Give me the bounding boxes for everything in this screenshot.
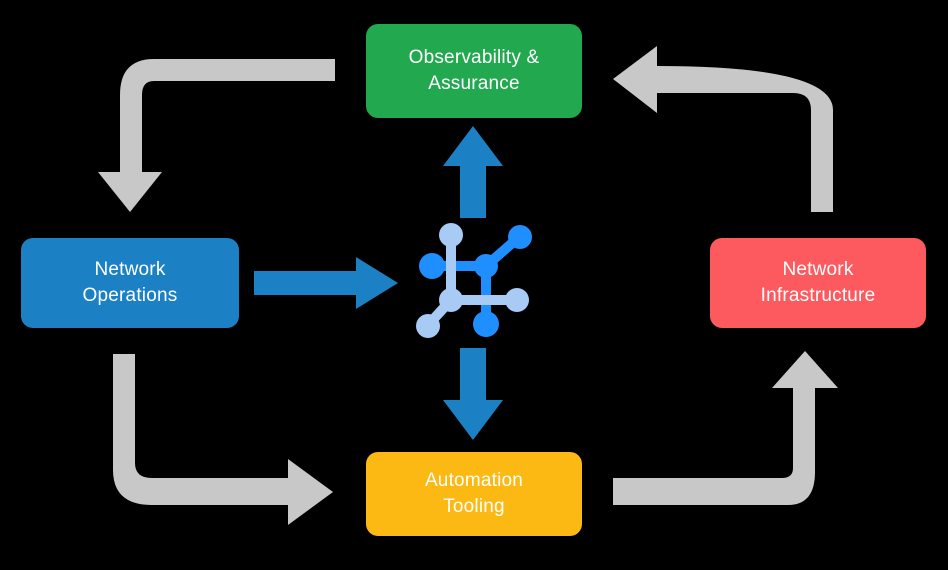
node-network-operations[interactable]: Network Operations xyxy=(21,238,239,328)
center-arrow-down xyxy=(443,348,503,440)
flow-arrow-top-right xyxy=(613,46,833,212)
node-top-right xyxy=(508,225,532,249)
node-network-infrastructure[interactable]: Network Infrastructure xyxy=(710,238,926,328)
flow-arrow-bottom-left xyxy=(113,354,333,525)
node-bottom-left xyxy=(416,314,440,338)
flow-arrow-bottom-right xyxy=(613,351,838,505)
node-top xyxy=(439,223,463,247)
network-topology-icon xyxy=(416,223,532,338)
center-arrow-right-from-operations xyxy=(254,257,398,309)
node-center-top xyxy=(474,254,498,278)
node-right-mid xyxy=(505,288,529,312)
node-left-mid xyxy=(419,253,445,279)
node-center-bottom xyxy=(439,288,463,312)
node-automation-tooling[interactable]: Automation Tooling xyxy=(366,452,582,536)
node-observability-assurance[interactable]: Observability & Assurance xyxy=(366,24,582,118)
center-arrow-up xyxy=(443,126,503,218)
node-bottom-mid xyxy=(473,311,499,337)
flow-arrow-top-left xyxy=(98,59,335,212)
